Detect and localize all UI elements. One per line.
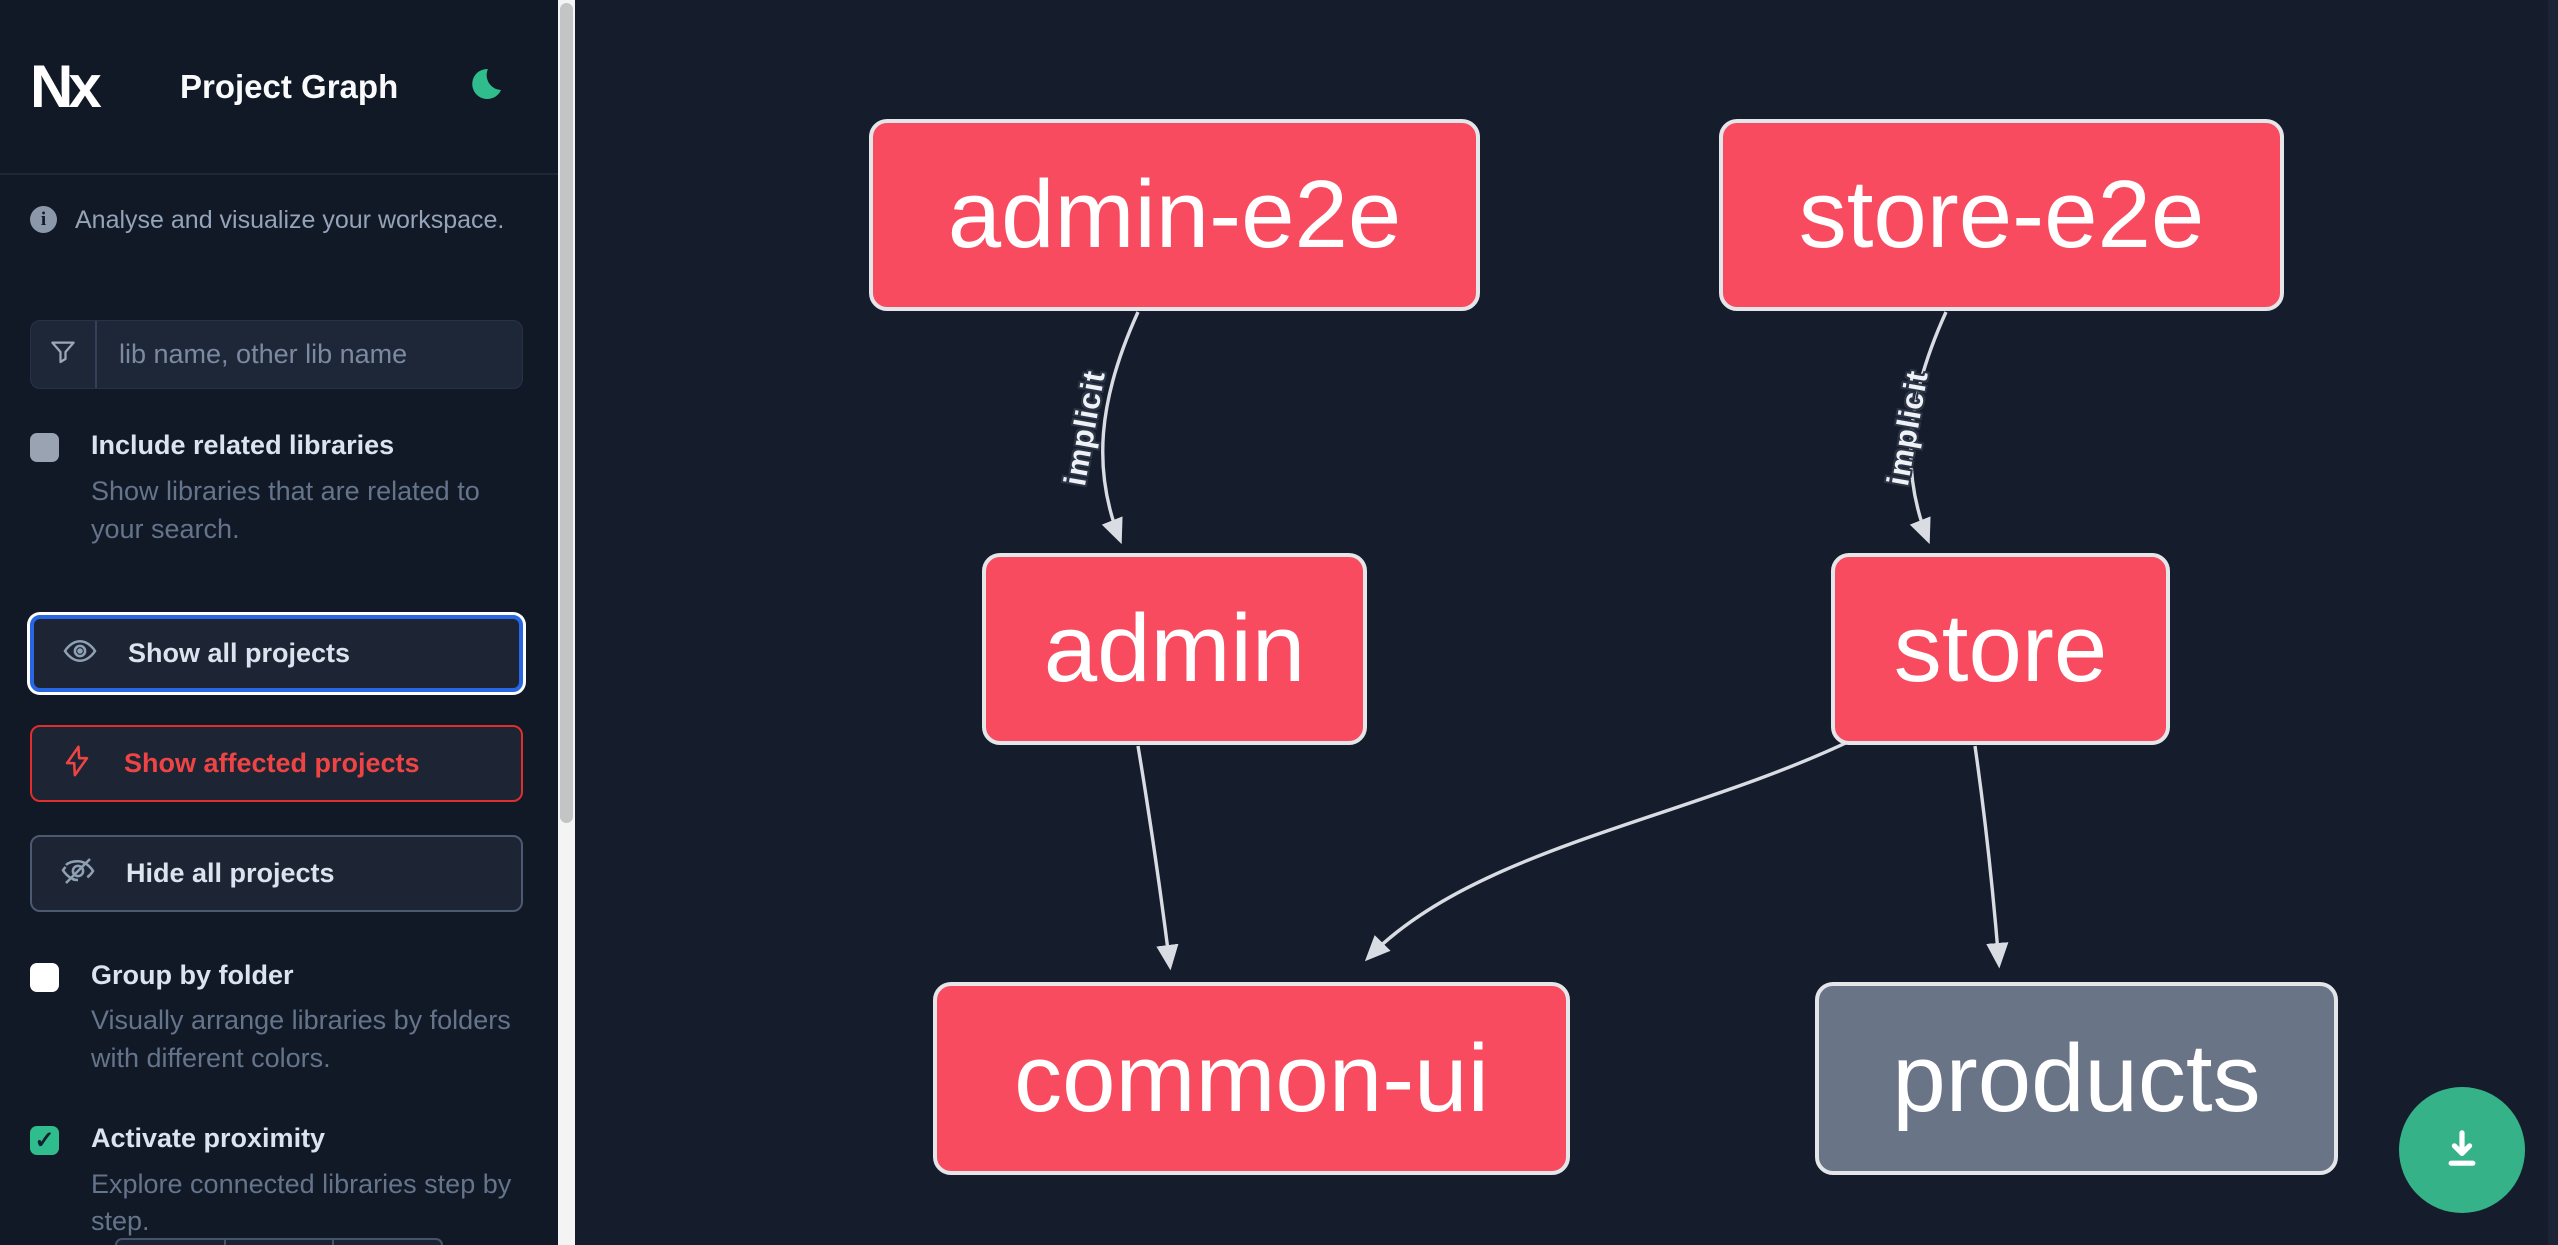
node-store[interactable]: store [1831, 553, 2170, 745]
nx-logo: Nx [30, 53, 102, 120]
edge-admin-common-ui [1136, 745, 1179, 971]
search-input[interactable] [97, 321, 522, 389]
info-icon: i [30, 206, 57, 233]
page-scrollbar-track[interactable] [2548, 0, 2558, 1245]
node-admin[interactable]: admin [982, 553, 1367, 745]
sidebar-header: Nx Project Graph [0, 0, 558, 175]
show-all-projects-label: Show all projects [128, 637, 351, 668]
sidebar-scrollbar[interactable] [558, 0, 575, 1245]
group-by-folder-checkbox[interactable] [30, 962, 59, 992]
toggle-label: Include related libraries [91, 430, 395, 461]
sidebar: Nx Project Graph i Analyse and visualize… [0, 0, 558, 1245]
filter-search-box [30, 320, 523, 390]
toggle-include-related[interactable]: Include related libraries Show libraries… [0, 431, 558, 548]
toggle-group-by-folder[interactable]: Group by folder Visually arrange librari… [0, 959, 558, 1078]
include-related-checkbox[interactable] [30, 433, 59, 463]
project-graph-canvas[interactable]: implicit implicit admin-e2e store-e2e ad… [575, 0, 2558, 1245]
segment-3[interactable] [334, 1240, 441, 1245]
filter-funnel-icon [48, 337, 78, 372]
download-image-button[interactable] [2399, 1087, 2525, 1213]
segment-1[interactable] [117, 1240, 226, 1245]
edge-admin-e2e-admin [1101, 311, 1140, 545]
hide-all-projects-label: Hide all projects [126, 857, 335, 888]
toggle-label: Group by folder [91, 959, 294, 990]
node-common-ui[interactable]: common-ui [933, 982, 1570, 1175]
edge-store-e2e-store [1909, 311, 1948, 545]
show-all-projects-button[interactable]: Show all projects [30, 614, 523, 692]
workspace-info: i Analyse and visualize your workspace. [0, 205, 558, 236]
hide-all-projects-button[interactable]: Hide all projects [30, 834, 523, 912]
node-products[interactable]: products [1815, 982, 2338, 1175]
toggle-label: Activate proximity [91, 1122, 326, 1153]
download-icon [2436, 1122, 2488, 1179]
show-affected-projects-label: Show affected projects [124, 747, 420, 778]
segment-2[interactable] [226, 1240, 335, 1245]
filter-icon-cell [31, 321, 97, 389]
toggle-activate-proximity[interactable]: ✓ Activate proximity Explore connected l… [0, 1122, 558, 1241]
edge-store-products [1973, 745, 2009, 969]
node-admin-e2e[interactable]: admin-e2e [869, 119, 1480, 311]
page-title: Project Graph [180, 67, 399, 105]
tagline: Analyse and visualize your workspace. [75, 206, 505, 234]
node-store-e2e[interactable]: store-e2e [1719, 119, 2284, 311]
show-affected-projects-button[interactable]: Show affected projects [30, 724, 523, 802]
bolt-icon [60, 744, 94, 783]
proximity-depth-segmented-control[interactable] [115, 1238, 443, 1245]
theme-toggle-button[interactable] [464, 65, 508, 109]
edge-store-common-ui [1364, 738, 1853, 962]
toggle-description: Explore connected libraries step by step… [91, 1168, 512, 1237]
activate-proximity-checkbox[interactable]: ✓ [30, 1125, 59, 1155]
sidebar-scrollbar-thumb[interactable] [560, 3, 573, 823]
moon-icon [467, 65, 505, 108]
eye-icon [62, 633, 98, 674]
graph-edges [1101, 311, 2009, 971]
toggle-description: Visually arrange libraries by folders wi… [91, 1005, 511, 1074]
toggle-description: Show libraries that are related to your … [91, 475, 480, 544]
eye-off-icon [60, 853, 96, 894]
